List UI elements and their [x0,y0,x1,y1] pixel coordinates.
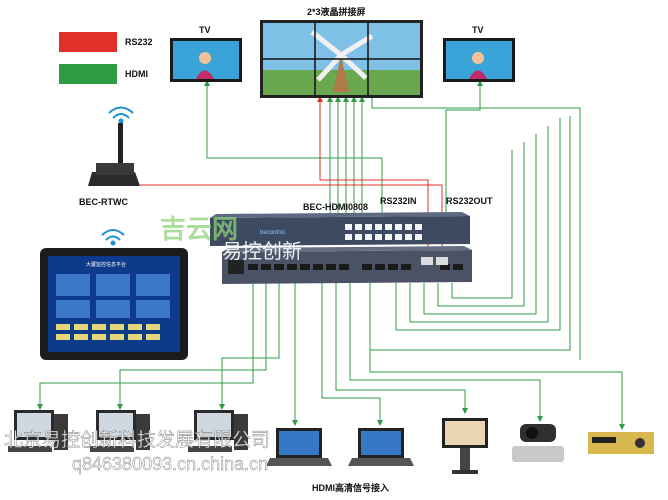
power-port [228,260,244,274]
watermark-center-text: 易控创新 [222,240,302,263]
source-laptop-1 [266,428,332,466]
matrix-switcher: BEC-HDMI0808 RS232IN RS232OUT becontrol [210,196,493,284]
source-pc-3 [188,410,248,452]
tv-left-label: TV [199,25,211,35]
legend-hdmi-label: HDMI [125,69,148,79]
source-pc-1 [8,410,68,452]
tv-right: TV [443,25,515,82]
tv-right-label: TV [472,25,484,35]
video-wall-label: 2*3液晶拼接屏 [307,6,366,17]
video-wall: 2*3液晶拼接屏 [260,6,423,98]
wireless-receiver: BEC-RTWC [79,106,140,207]
windmill-icon [333,56,349,92]
matrix-front-buttons [345,224,422,240]
hdmi-output-arrows [204,80,483,102]
hdmi-output-lines [206,82,481,216]
matrix-brand: becontrol [260,230,285,236]
rs232-arrow [317,96,323,102]
watermark-qq: q846380093.cn.china.cn [72,454,268,474]
tv-left: TV [170,25,242,82]
legend: RS232 HDMI [59,32,153,84]
legend-rs232-swatch [59,32,117,52]
tablet-buttons [56,324,160,340]
hdmi-input-ports [248,264,349,270]
watermark-company: 北京易控创新科技发展有限公司 [4,429,270,451]
hdmi-output-ports [362,264,463,270]
wifi-icon [101,229,125,246]
source-pc-2 [90,410,150,452]
tablet-control-panel: 大厦监控信息平台 [40,229,188,360]
rs232out-port [436,257,448,265]
sources-caption: HDMI高清信号接入 [312,482,389,493]
source-laptop-2 [348,428,414,466]
matrix-model-label: BEC-HDMI0808 [303,202,368,212]
wireless-receiver-label: BEC-RTWC [79,197,128,207]
legend-rs232-label: RS232 [125,37,153,47]
hdmi-input-arrows [37,404,625,430]
wifi-icon [108,106,134,124]
hdmi-input-lines [39,283,623,428]
source-video-conference [442,418,488,474]
legend-hdmi-swatch [59,64,117,84]
rs232in-label: RS232IN [380,196,417,206]
rs232out-label: RS232OUT [446,196,493,206]
tablet-title: 大厦监控信息平台 [86,261,126,268]
watermark-logo: 吉云网 [160,214,238,244]
rs232in-port [421,257,433,265]
source-media-player [588,432,654,454]
matrix-output-loops [370,98,581,360]
source-ptz-camera [512,424,564,462]
